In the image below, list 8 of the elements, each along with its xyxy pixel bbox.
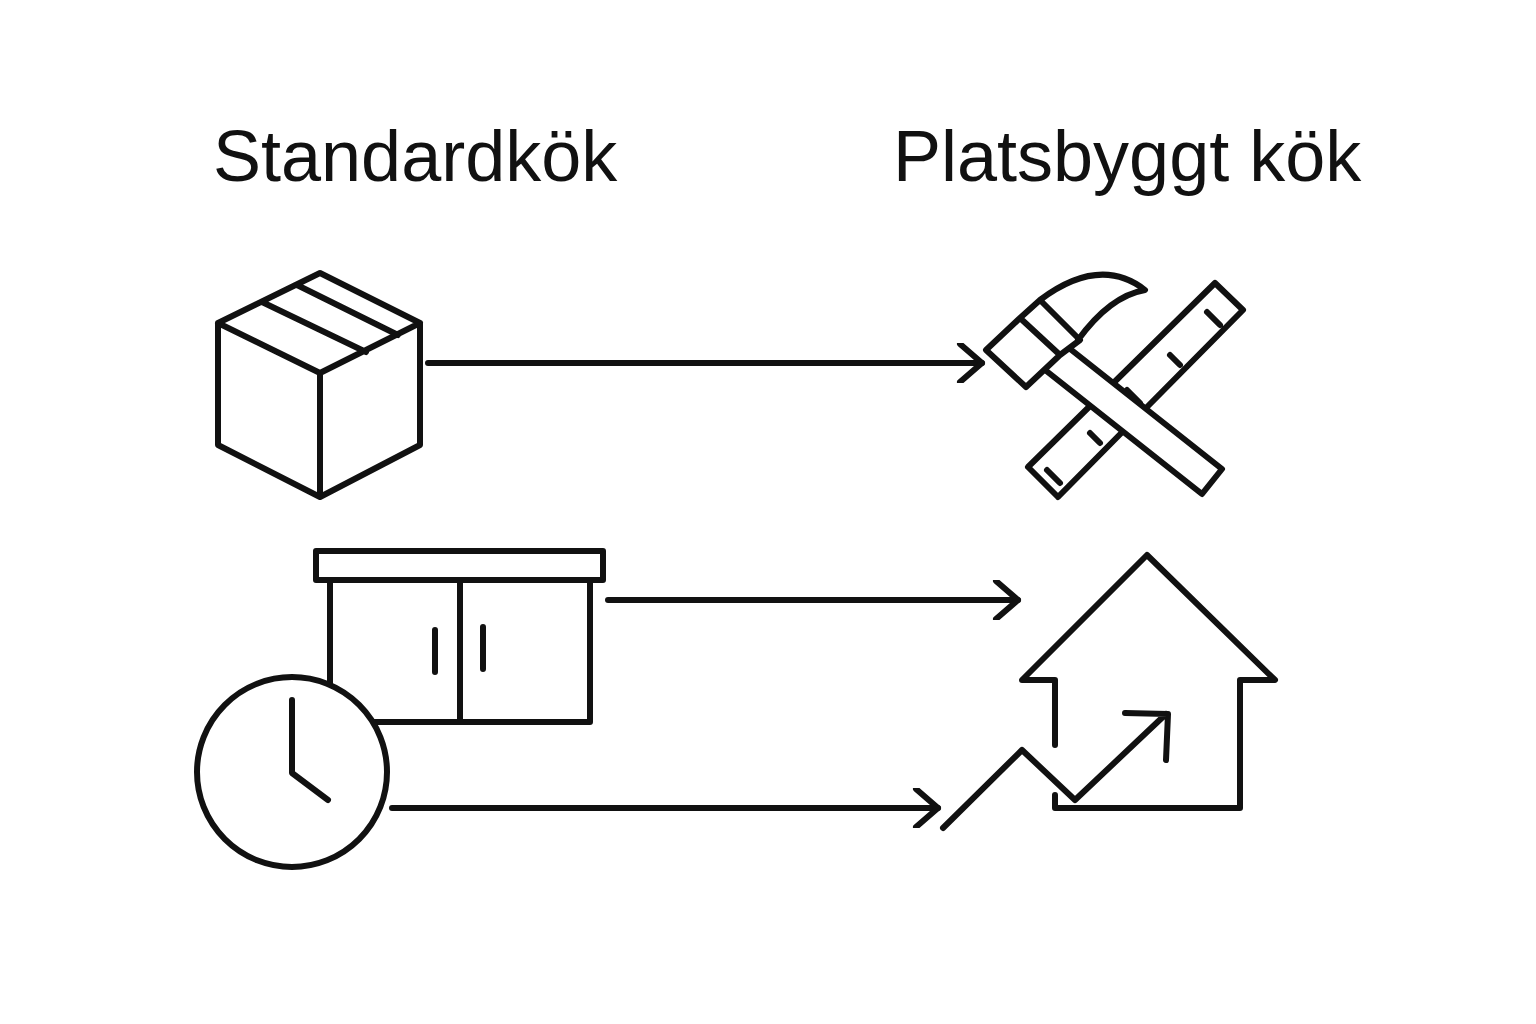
house-icon: [1018, 551, 1278, 813]
column-heading: Standardkök: [213, 120, 618, 192]
arrow: [605, 578, 1021, 622]
arrow: [425, 341, 985, 385]
arrow: [389, 786, 941, 830]
clock-icon: [194, 674, 392, 872]
cabinet-icon: [312, 547, 608, 727]
growth-arrow-icon: [938, 707, 1172, 833]
